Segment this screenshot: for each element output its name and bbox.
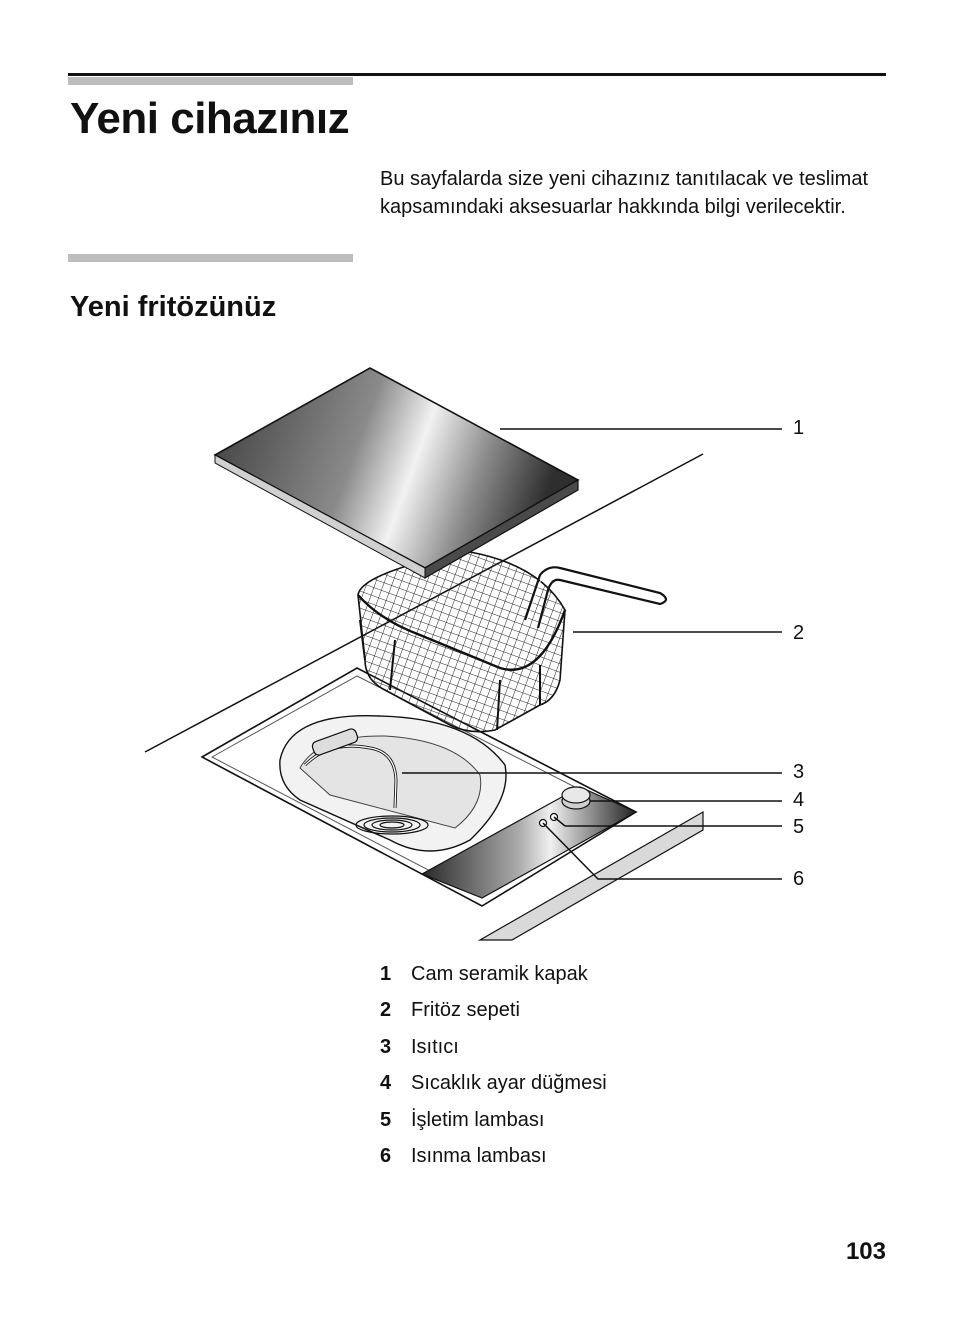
legend-label: Isıtıcı — [411, 1035, 459, 1058]
legend-number: 2 — [380, 999, 392, 1022]
legend-item: 2 Fritöz sepeti — [380, 993, 607, 1030]
callout-number: 6 — [793, 868, 804, 890]
legend-label: İşletim lambası — [411, 1108, 545, 1131]
callout-number: 5 — [793, 816, 804, 838]
legend-label: Isınma lambası — [411, 1145, 547, 1168]
top-left-gray-rule — [68, 77, 353, 85]
legend-item: 6 Isınma lambası — [380, 1139, 607, 1176]
legend-item: 5 İşletim lambası — [380, 1102, 607, 1139]
legend-number: 6 — [380, 1145, 392, 1168]
legend-item: 4 Sıcaklık ayar düğmesi — [380, 1066, 607, 1103]
page-title: Yeni cihazınız — [70, 94, 350, 143]
callout-number: 4 — [793, 789, 804, 811]
top-black-rule — [68, 73, 886, 76]
callout-number: 1 — [793, 417, 804, 439]
legend-item: 3 Isıtıcı — [380, 1029, 607, 1066]
legend-number: 1 — [380, 962, 392, 985]
section-gray-rule — [68, 254, 353, 262]
intro-paragraph: Bu sayfalarda size yeni cihazınız tanıtı… — [380, 168, 869, 218]
legend-number: 5 — [380, 1108, 392, 1131]
parts-legend: 1 Cam seramik kapak 2 Fritöz sepeti 3 Isıtı… — [380, 956, 607, 1175]
callout-number: 3 — [793, 761, 804, 783]
fryer-illustration: 1 2 3 4 5 6 — [144, 367, 804, 941]
page-number: 103 — [845, 1238, 886, 1265]
legend-item: 1 Cam seramik kapak — [380, 956, 607, 993]
legend-number: 3 — [380, 1035, 392, 1058]
legend-label: Cam seramik kapak — [411, 962, 588, 985]
section-title: Yeni fritözünüz — [70, 291, 277, 323]
legend-number: 4 — [380, 1072, 392, 1095]
legend-label: Fritöz sepeti — [411, 999, 520, 1022]
legend-label: Sıcaklık ayar düğmesi — [411, 1072, 607, 1095]
callout-number: 2 — [793, 622, 804, 644]
